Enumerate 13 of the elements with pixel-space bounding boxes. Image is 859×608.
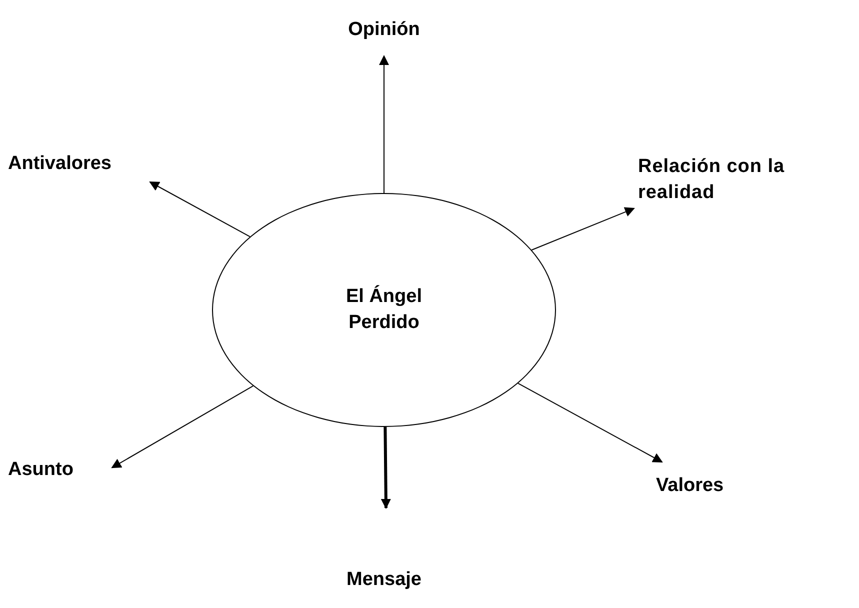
topic-label: Antivalores <box>8 150 158 178</box>
topic-label: El Ángel Perdido <box>344 284 423 335</box>
topic-label: Opinión <box>320 16 448 44</box>
topic-label: Asunto <box>8 456 108 484</box>
arrow <box>149 182 250 238</box>
topic-label: Valores <box>656 472 776 500</box>
arrow <box>531 207 635 250</box>
arrow <box>111 385 254 468</box>
arrow <box>379 55 389 194</box>
topic-label: Mensaje <box>320 566 448 594</box>
arrow <box>518 382 663 462</box>
topic-label: Relación con la realidad <box>638 150 818 210</box>
arrow <box>380 426 391 509</box>
